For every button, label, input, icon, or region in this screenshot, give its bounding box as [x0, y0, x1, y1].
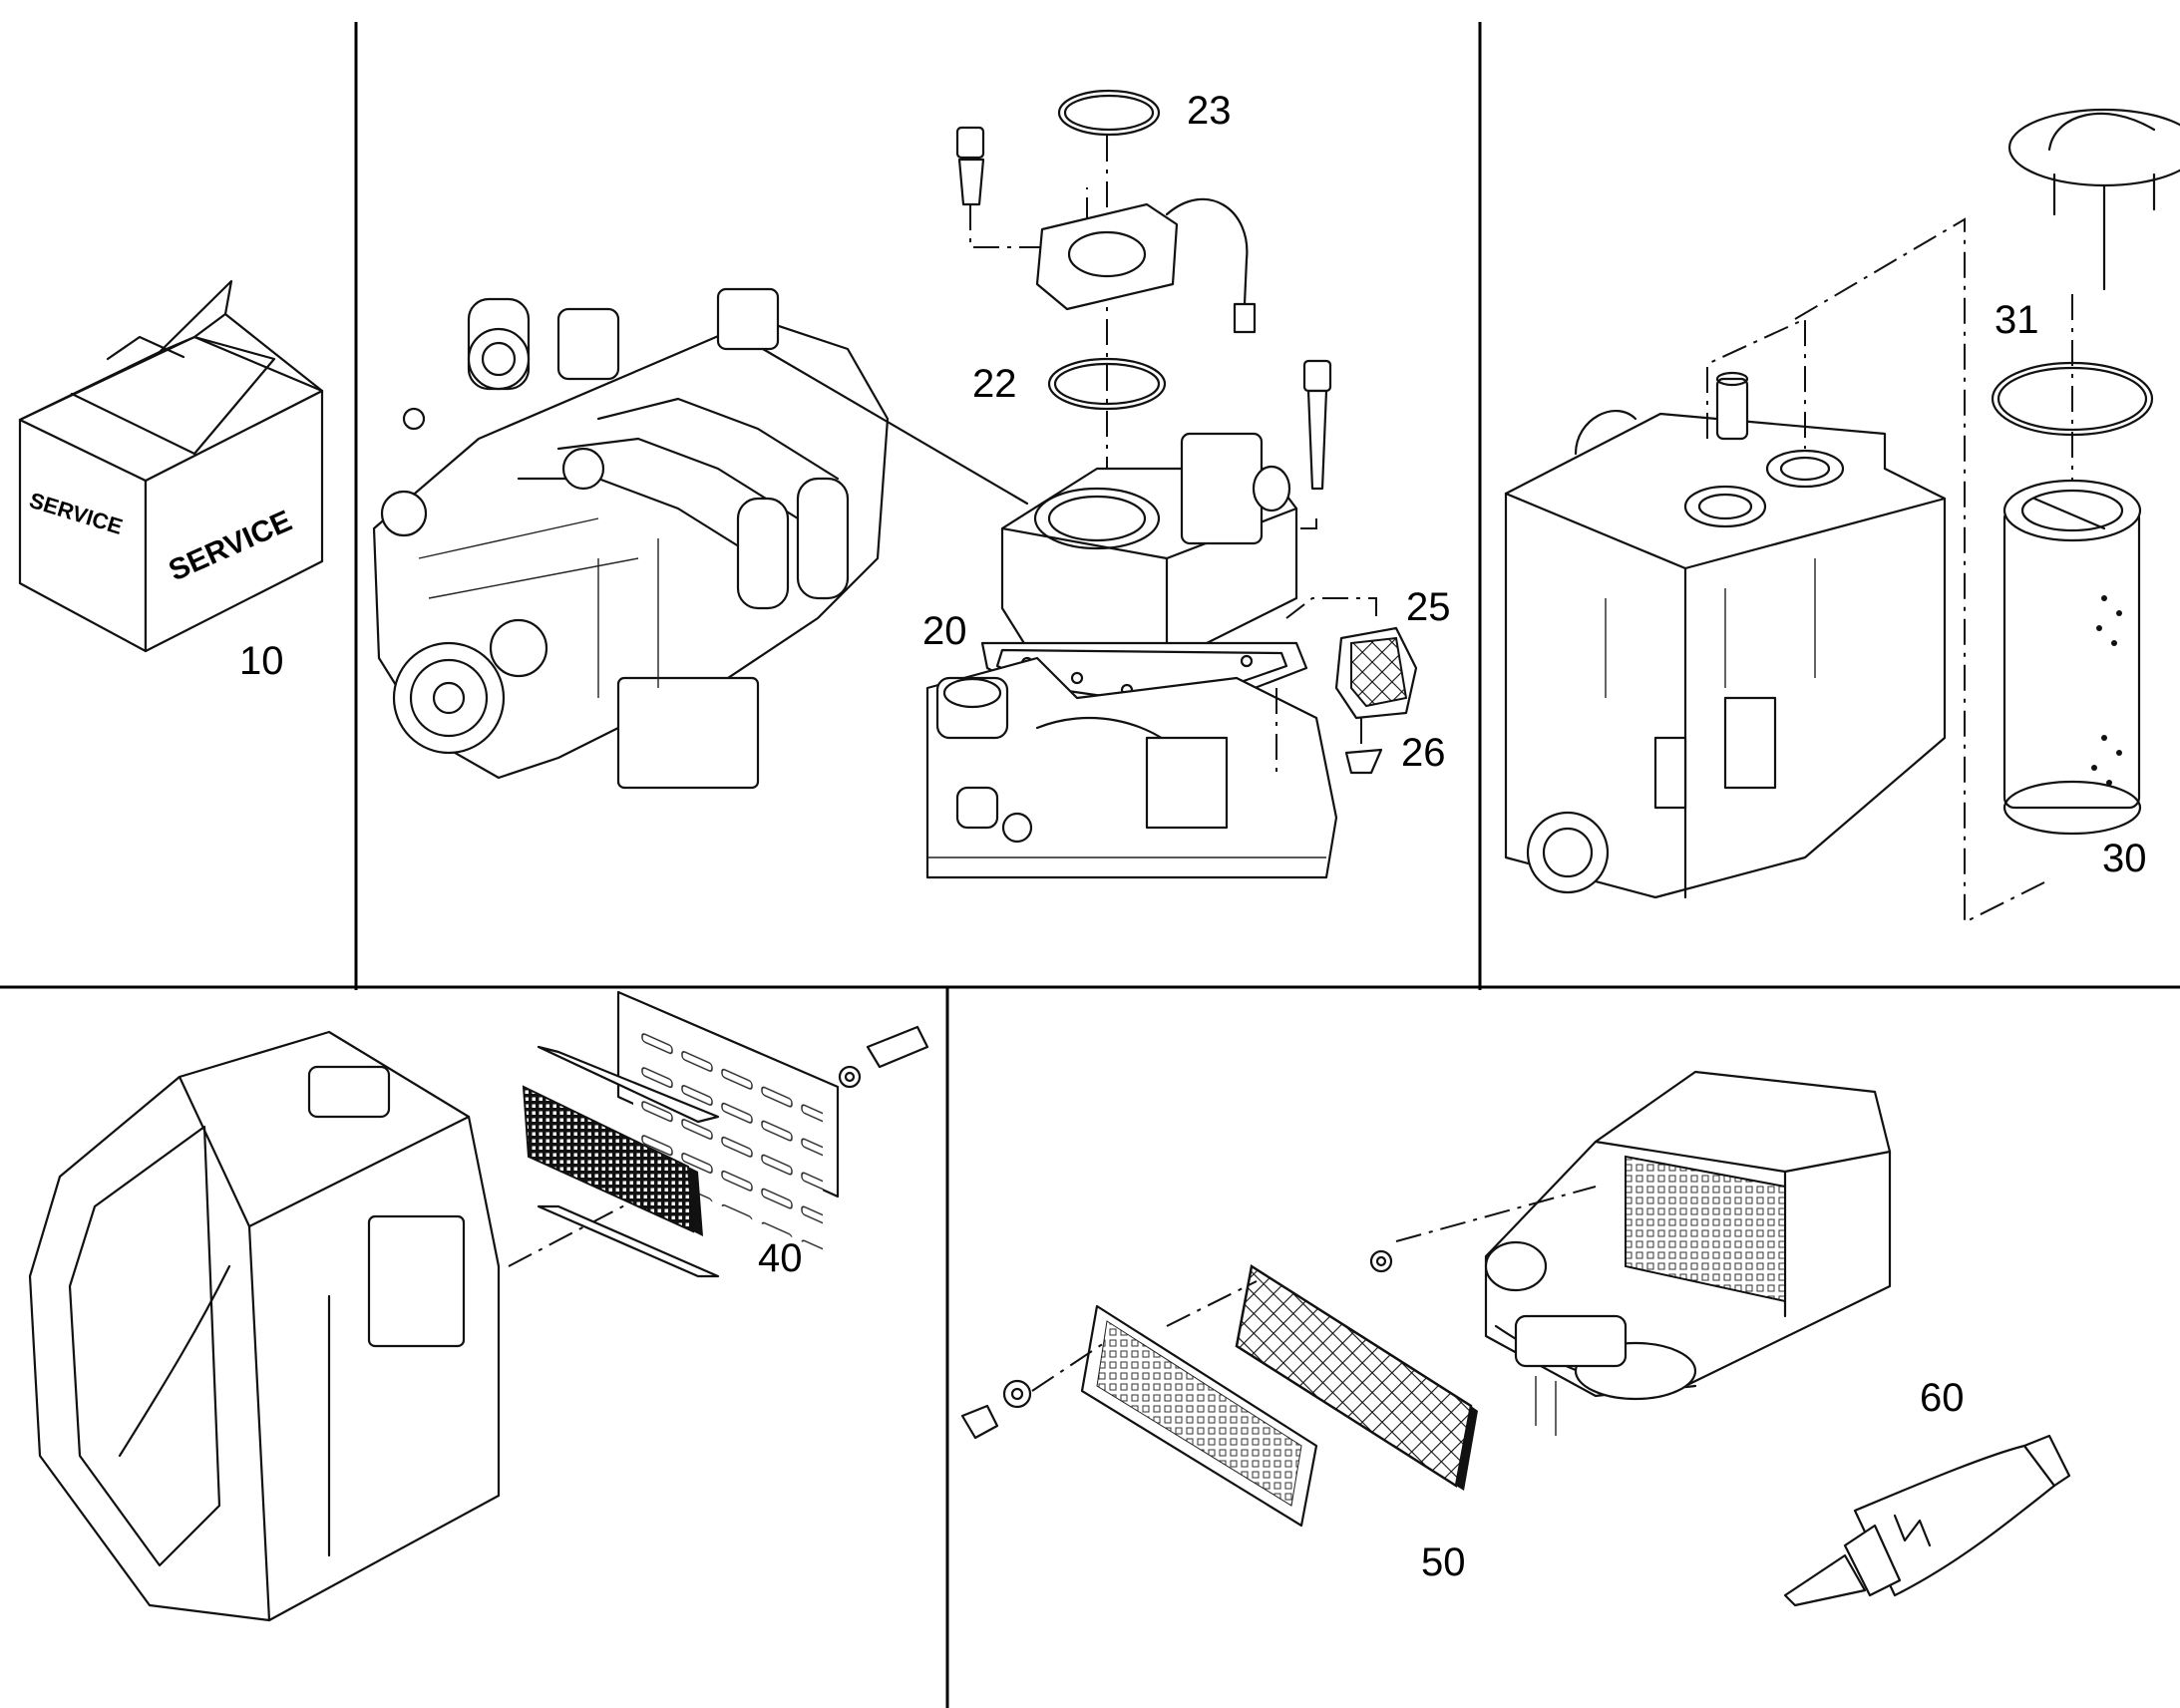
hydraulic-tank [1504, 217, 2045, 924]
callout-26: 26 [1401, 731, 1446, 775]
callout-10: 10 [239, 639, 284, 683]
callout-60: 60 [1920, 1376, 1965, 1420]
service-kit-box: SERVICE SERVICE [18, 279, 324, 653]
breather-screen [1285, 597, 1418, 775]
hvac-fresh-air-filter [1235, 1249, 1478, 1491]
callout-20: 20 [922, 609, 967, 653]
hvac-unit [1395, 1070, 1892, 1436]
tank-seal-ring [1991, 361, 2154, 437]
callout-22: 22 [972, 362, 1017, 406]
panel-dividers [0, 22, 2180, 1708]
cab-air-filter [522, 990, 929, 1278]
return-filter-element [2002, 479, 2142, 836]
callout-40: 40 [758, 1236, 803, 1280]
breather-housing [955, 89, 1332, 650]
callout-50: 50 [1421, 1540, 1466, 1584]
hvac-filter-cover [960, 1280, 1318, 1528]
callout-25: 25 [1406, 585, 1451, 629]
callout-31: 31 [1995, 298, 2039, 342]
engine-assembly [372, 287, 1029, 790]
valve-cover-base [925, 656, 1338, 879]
sealant-tube [1783, 1434, 2071, 1607]
callout-23: 23 [1187, 89, 1232, 133]
callout-30: 30 [2102, 837, 2147, 880]
tank-cover [2007, 108, 2180, 518]
